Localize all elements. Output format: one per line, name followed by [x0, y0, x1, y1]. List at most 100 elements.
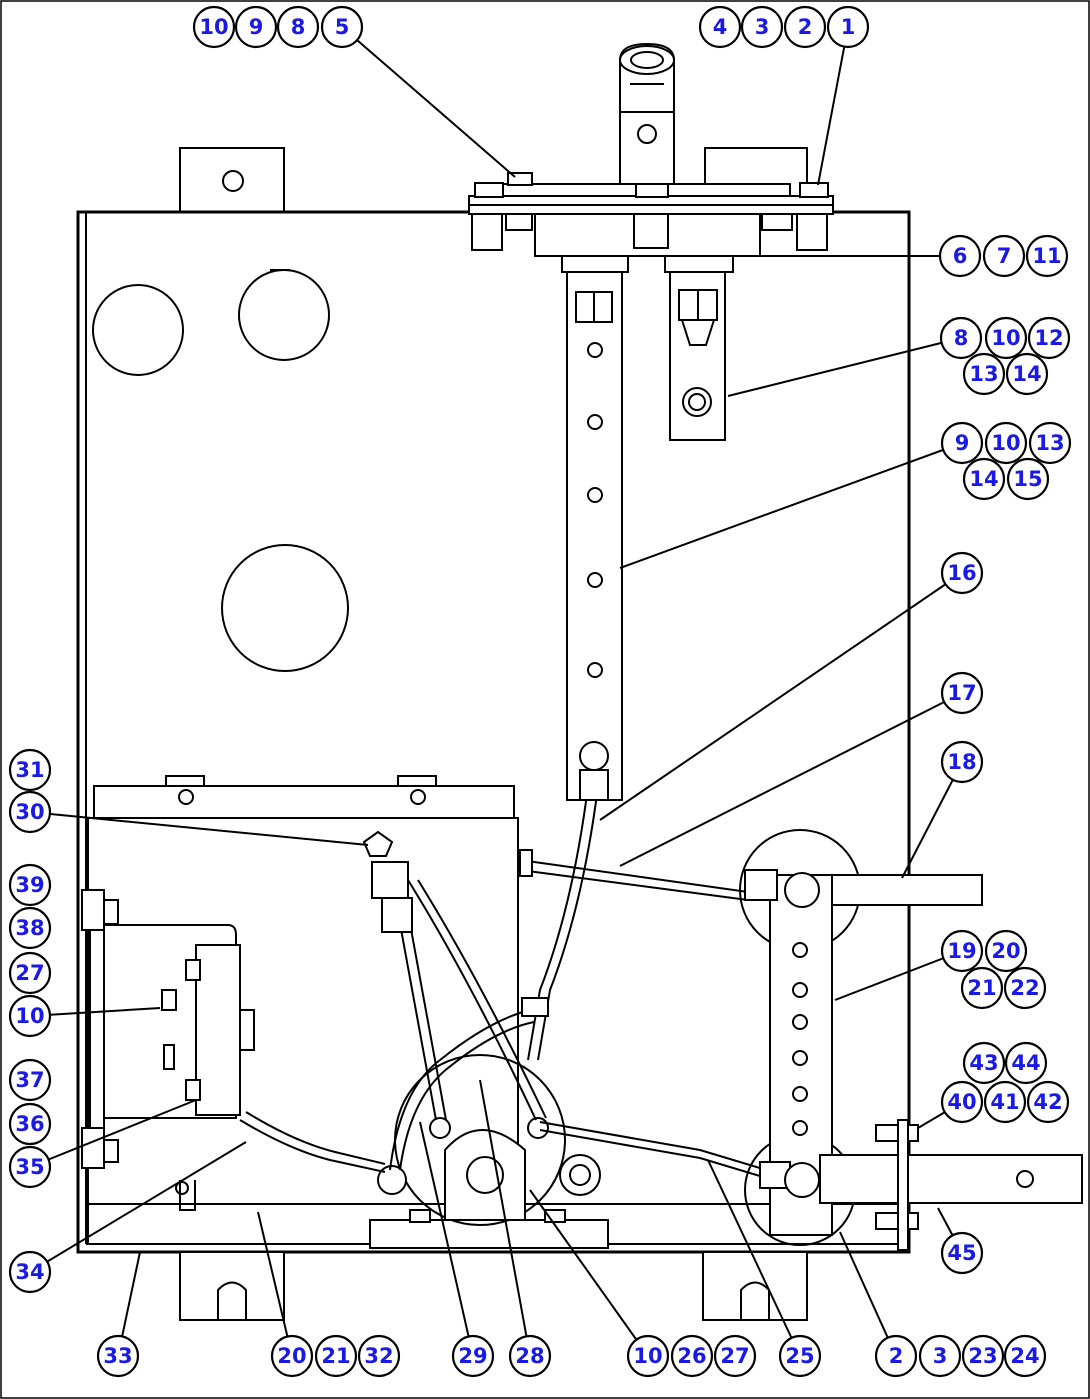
callout-27: 27	[8, 951, 52, 995]
callout-14: 14	[962, 457, 1006, 501]
callout-circle	[961, 1334, 1005, 1378]
callout-43: 43	[962, 1041, 1006, 1085]
callout-circle	[314, 1334, 358, 1378]
callout-3: 3	[918, 1334, 962, 1378]
callout-26: 26	[670, 1334, 714, 1378]
drawing	[76, 42, 1083, 1321]
top-left-bracket-hole	[222, 170, 244, 192]
callout-circle	[1026, 1080, 1070, 1124]
callout-circle	[940, 740, 984, 784]
callout-number: 13	[1035, 431, 1064, 455]
callout-circle	[984, 421, 1028, 465]
callout-4: 4	[698, 5, 742, 49]
lower-left-box	[93, 785, 515, 819]
callout-20: 20	[270, 1334, 314, 1378]
callout-number: 37	[15, 1068, 44, 1092]
callout-number: 3	[755, 15, 770, 39]
callout-number: 19	[947, 939, 976, 963]
callout-20: 20	[984, 929, 1028, 973]
callout-circle	[270, 1334, 314, 1378]
callout-number: 10	[15, 1004, 44, 1028]
callout-number: 34	[15, 1260, 44, 1284]
callout-circle	[8, 994, 52, 1038]
right-foot	[702, 1251, 808, 1321]
callout-circle	[940, 1231, 984, 1275]
callout-7: 7	[982, 234, 1026, 278]
callout-circle	[982, 234, 1026, 278]
callout-number: 10	[991, 431, 1020, 455]
callout-39: 39	[8, 863, 52, 907]
callout-number: 5	[335, 15, 350, 39]
callout-circle	[8, 1145, 52, 1189]
vertical-strap	[566, 269, 623, 801]
callout-16: 16	[940, 551, 984, 595]
callout-circle	[451, 1334, 495, 1378]
callout-circle	[8, 790, 52, 834]
callout-circle	[8, 863, 52, 907]
callout-circle	[192, 5, 236, 49]
callout-circle	[940, 421, 984, 465]
callout-number: 41	[990, 1090, 1019, 1114]
callout-10: 10	[984, 421, 1028, 465]
callout-17: 17	[940, 671, 984, 715]
callout-number: 17	[947, 681, 976, 705]
callout-10: 10	[626, 1334, 670, 1378]
callout-15: 15	[1006, 457, 1050, 501]
right-bar	[819, 1154, 1083, 1204]
callout-number: 33	[103, 1344, 132, 1368]
callout-2: 2	[783, 5, 827, 49]
callout-number: 39	[15, 873, 44, 897]
panel-hole-1	[92, 284, 184, 376]
callout-12: 12	[1027, 316, 1071, 360]
callout-circle	[698, 5, 742, 49]
callout-number: 23	[968, 1344, 997, 1368]
callout-number: 43	[969, 1051, 998, 1075]
callout-number: 42	[1033, 1090, 1062, 1114]
callout-35: 35	[8, 1145, 52, 1189]
callout-number: 25	[785, 1344, 814, 1368]
callout-circle	[940, 1080, 984, 1124]
callout-42: 42	[1026, 1080, 1070, 1124]
callout-number: 32	[364, 1344, 393, 1368]
callout-29: 29	[451, 1334, 495, 1378]
callout-27: 27	[713, 1334, 757, 1378]
callout-number: 15	[1013, 467, 1042, 491]
callout-37: 37	[8, 1058, 52, 1102]
callout-number: 45	[947, 1241, 976, 1265]
callout-number: 27	[15, 961, 44, 985]
callout-circle	[276, 5, 320, 49]
callout-number: 10	[991, 326, 1020, 350]
callout-number: 18	[947, 750, 976, 774]
callout-40: 40	[940, 1080, 984, 1124]
callout-number: 22	[1010, 976, 1039, 1000]
callout-number: 21	[321, 1344, 350, 1368]
callout-circle	[508, 1334, 552, 1378]
callout-circle	[778, 1334, 822, 1378]
callout-circle	[1028, 421, 1072, 465]
callout-number: 35	[15, 1155, 44, 1179]
callout-25: 25	[778, 1334, 822, 1378]
callout-number: 29	[458, 1344, 487, 1368]
callout-number: 30	[15, 800, 44, 824]
callout-13: 13	[962, 352, 1006, 396]
callout-circle	[826, 5, 870, 49]
callout-circle	[234, 5, 278, 49]
callout-number: 21	[967, 976, 996, 1000]
callout-13: 13	[1028, 421, 1072, 465]
callout-number: 11	[1032, 244, 1061, 268]
callout-number: 28	[515, 1344, 544, 1368]
callout-number: 20	[991, 939, 1020, 963]
callout-31: 31	[8, 748, 52, 792]
callout-45: 45	[940, 1231, 984, 1275]
callout-number: 26	[677, 1344, 706, 1368]
callout-circle	[874, 1334, 918, 1378]
callout-9: 9	[940, 421, 984, 465]
callout-24: 24	[1003, 1334, 1047, 1378]
callout-circle	[1005, 352, 1049, 396]
callout-circle	[1027, 316, 1071, 360]
callout-number: 10	[199, 15, 228, 39]
callout-circle	[984, 929, 1028, 973]
callout-circle	[1025, 234, 1069, 278]
callout-14: 14	[1005, 352, 1049, 396]
callout-22: 22	[1003, 966, 1047, 1010]
